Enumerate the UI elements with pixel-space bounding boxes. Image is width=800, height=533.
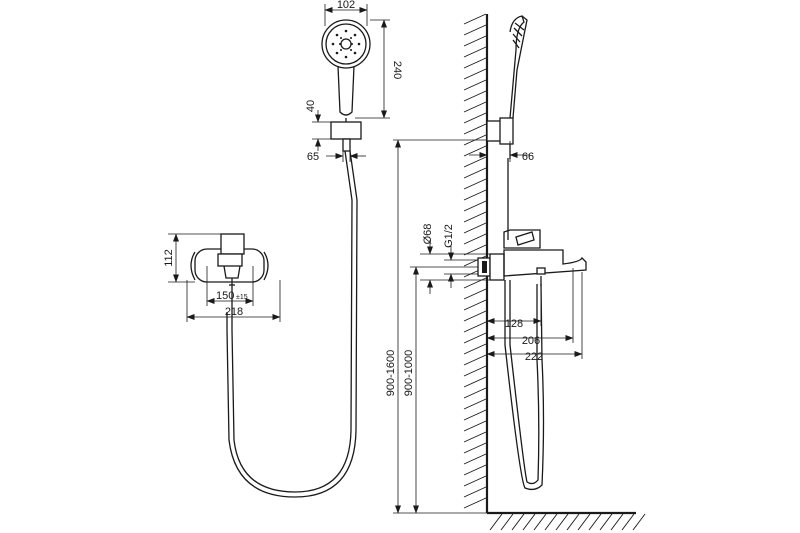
wall-hatch-line — [463, 211, 487, 223]
wall-hatch-line — [463, 244, 487, 256]
wall-hatch-line — [463, 343, 487, 355]
wall-hatch-line — [463, 453, 487, 465]
dim-diameter: Ø68 — [422, 224, 434, 245]
wall-hatch-line — [463, 222, 487, 234]
wall-hatch-line — [463, 310, 487, 322]
floor-hatch-line — [555, 513, 569, 531]
wall-hatch-line — [463, 46, 487, 58]
dim-head-height: 240 — [391, 61, 403, 79]
wall-hatch-line — [463, 332, 487, 344]
wall-hatch-line — [463, 321, 487, 333]
floor-hatch-line — [489, 513, 503, 531]
wall-hatch-line — [463, 35, 487, 47]
wall-hatch-line — [463, 123, 487, 135]
dim-spout-128: 128 — [505, 318, 523, 330]
floor-hatch-line — [566, 513, 580, 531]
wall-hatch-line — [463, 409, 487, 421]
floor-hatch-line — [632, 513, 646, 531]
floor-hatch-line — [599, 513, 613, 531]
wall-hatch-line — [463, 57, 487, 69]
dim-mixer-centers-tol: ±15 — [236, 294, 248, 301]
wall-hatch-line — [463, 497, 487, 509]
dim-holder-offset: 65 — [307, 151, 319, 163]
wall-hatch-line — [463, 299, 487, 311]
wall-hatch-line — [463, 145, 487, 157]
wall-hatch-line — [463, 101, 487, 113]
dim-mixer-mount-height: 900-1000 — [403, 350, 415, 397]
floor-hatch-line — [511, 513, 525, 531]
dim-mixer-centers: 150 — [216, 290, 234, 302]
floor-hatch-line — [577, 513, 591, 531]
wall-hatch-line — [463, 486, 487, 498]
wall-hatch-line — [463, 79, 487, 91]
floor-hatch-line — [500, 513, 514, 531]
floor-hatch-line — [544, 513, 558, 531]
dim-mixer-height: 112 — [163, 249, 175, 267]
floor-hatch-line — [522, 513, 536, 531]
wall-hatch-line — [463, 156, 487, 168]
wall-hatch-line — [463, 189, 487, 201]
front-hose — [231, 150, 353, 493]
dim-holder-mount-height: 900-1600 — [385, 350, 397, 397]
wall-hatch-line — [463, 376, 487, 388]
wall-hatch-line — [463, 200, 487, 212]
wall-hatch-line — [463, 90, 487, 102]
wall-hatch-line — [463, 13, 487, 25]
wall-hatch-line — [463, 178, 487, 190]
wall-hatch-line — [463, 365, 487, 377]
side-shower-head — [486, 15, 528, 159]
wall-hatch-line — [463, 277, 487, 289]
dim-thread: G1/2 — [443, 224, 455, 248]
side-hose — [504, 158, 545, 491]
wall-hatch-line — [463, 398, 487, 410]
dim-spout-222: 222 — [525, 351, 543, 363]
dim-holder-height: 40 — [305, 100, 317, 112]
wall-hatch-line — [463, 354, 487, 366]
wall-hatch-line — [463, 387, 487, 399]
dim-head-width: 102 — [337, 0, 355, 11]
floor-hatch-line — [588, 513, 602, 531]
wall-hatch-line — [463, 420, 487, 432]
wall-hatch-line — [463, 442, 487, 454]
wall-hatch-line — [463, 68, 487, 80]
wall-hatch-line — [463, 464, 487, 476]
side-mixer — [477, 229, 587, 286]
wall-hatch-line — [463, 112, 487, 124]
wall-hatch-line — [463, 431, 487, 443]
floor-hatch-line — [533, 513, 547, 531]
floor-hatch-line — [610, 513, 624, 531]
dim-wall-holder-offset: 66 — [522, 151, 534, 163]
wall-hatch-line — [463, 233, 487, 245]
wall-hatch-line — [463, 167, 487, 179]
wall-hatch-line — [463, 288, 487, 300]
wall-hatch-line — [463, 475, 487, 487]
wall-hatch-line — [463, 24, 487, 36]
dim-spout-206: 206 — [522, 335, 540, 347]
floor-hatch-line — [621, 513, 635, 531]
front-mixer — [190, 233, 269, 312]
front-shower-head — [321, 19, 371, 152]
dim-mixer-width: 218 — [225, 306, 243, 318]
